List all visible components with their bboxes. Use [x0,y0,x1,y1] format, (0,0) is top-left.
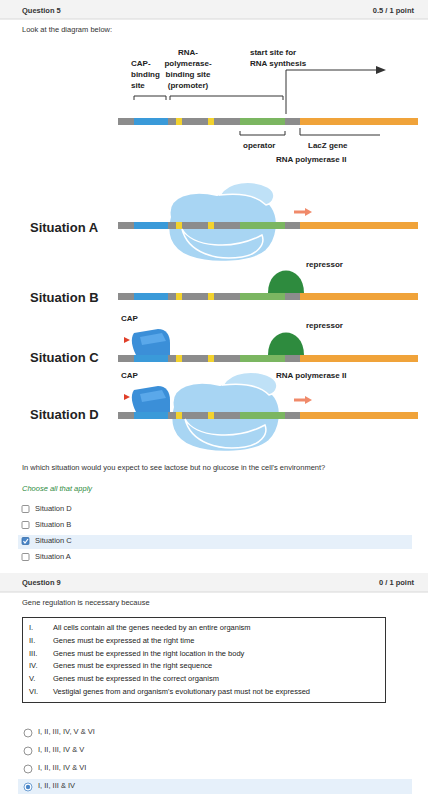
situation-label: Situation C [30,349,99,367]
option-text: Situation A [35,552,71,562]
diagram-label: operator [243,140,275,151]
protein-label: repressor [306,320,343,331]
situation-label: Situation B [30,289,99,307]
option-text: Situation B [35,520,71,530]
roman-numeral: V. [29,674,53,684]
roman-numeral: I. [29,623,53,633]
option-text: I, II, III, IV & V [38,745,84,755]
protein-label: RNA polymerase II [276,154,346,165]
question-number: Question 9 [22,578,61,588]
statement-text: Genes must be expressed in the right loc… [53,649,379,659]
roman-numeral: IV. [29,661,53,671]
diagram-label: CAP-binding site [131,58,167,91]
option-text: Situation C [35,536,72,546]
instruction-text: Look at the diagram below: [22,25,112,35]
situation-label: Situation A [30,219,98,237]
statement-text: Genes must be expressed at the right tim… [53,636,379,646]
protein-label: CAP [121,370,138,381]
question-text: In which situation would you expect to s… [22,463,325,473]
statement-text: Genes must be expressed in the right seq… [53,661,379,671]
protein-label: CAP [121,313,138,324]
question-text: Gene regulation is necessary because [22,598,150,608]
roman-numeral: VI. [29,687,53,697]
instruction-text: Choose all that apply [22,484,92,494]
diagram-label: RNA-polymerase-binding site (promoter) [158,47,218,91]
roman-numeral: II. [29,636,53,646]
statement-text: All cells contain all the genes needed b… [53,623,379,633]
diagram-label: LacZ gene [308,140,348,151]
question-number: Question 5 [22,6,61,16]
statement-text: Genes must be expressed in the correct o… [53,674,379,684]
protein-label: repressor [306,259,343,270]
option-text: I, II, III, IV & VI [38,763,86,773]
situation-label: Situation D [30,406,99,424]
diagram-label: start site for RNA synthesis [250,47,310,69]
option-text: Situation D [35,504,72,514]
score-text: 0 / 1 point [379,578,414,588]
option-text: I, II, III, IV, V & VI [38,727,95,737]
score-text: 0.5 / 1 point [373,6,414,16]
protein-label: RNA polymerase II [276,370,346,381]
roman-numeral: III. [29,649,53,659]
option-text: I, II, III & IV [38,781,75,791]
statement-text: Vestigial genes from and organism's evol… [53,687,379,697]
statement-box: I.All cells contain all the genes needed… [22,617,386,703]
